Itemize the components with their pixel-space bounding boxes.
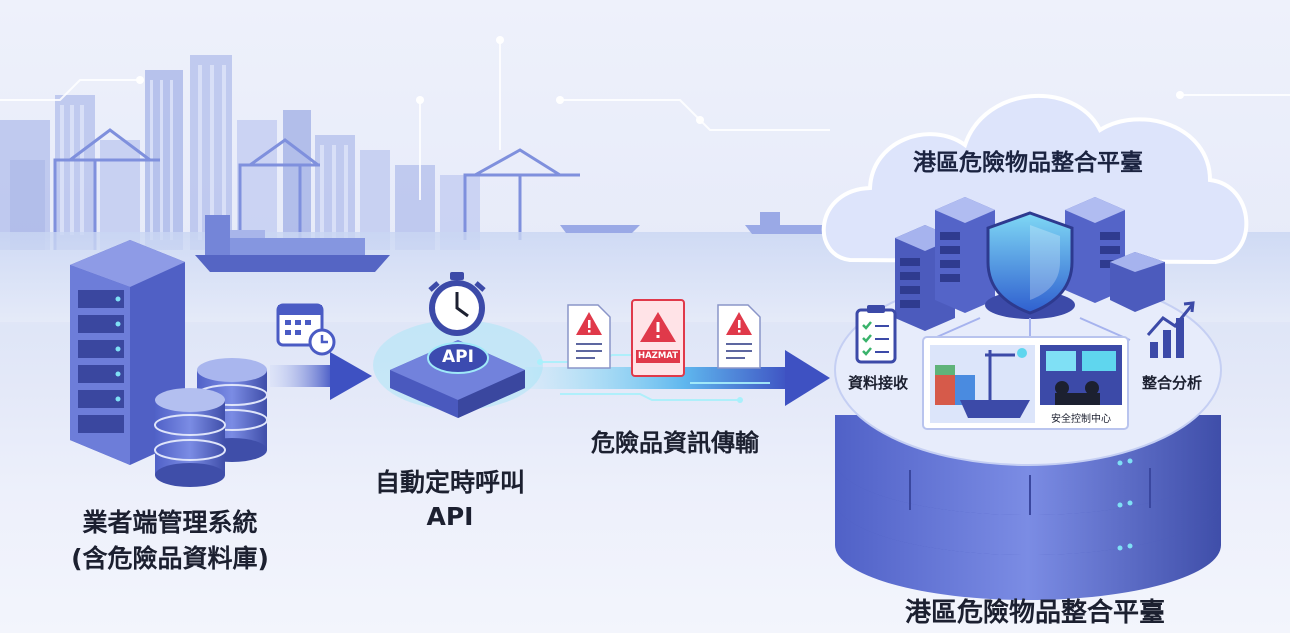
calendar-clock-icon xyxy=(276,303,336,356)
port-monitor-panel xyxy=(922,336,1129,430)
api-call-title: 自動定時呼叫 xyxy=(374,468,525,497)
arrow-to-platform xyxy=(525,350,830,406)
source-system-subtitle: (含危險品資料庫) xyxy=(71,544,269,573)
clipboard-icon xyxy=(855,305,897,364)
arrow-to-api xyxy=(270,352,372,400)
source-system-label: 業者端管理系統 (含危險品資料庫) xyxy=(20,505,320,577)
server-rack-icon xyxy=(935,197,995,313)
hazard-document-icon xyxy=(717,304,761,369)
shield-icon xyxy=(985,211,1075,319)
bar-chart-icon xyxy=(1146,301,1195,358)
platform-title: 港區危險物品整合平臺 xyxy=(904,598,1165,628)
api-call-label: 自動定時呼叫 API xyxy=(350,466,550,534)
cloud xyxy=(821,93,1249,265)
api-chip-label: API xyxy=(442,347,474,367)
hazard-document-icon xyxy=(567,304,611,369)
receive-label: 資料接收 xyxy=(847,374,908,392)
stopwatch-icon xyxy=(428,272,486,336)
control-center-image xyxy=(1040,345,1122,405)
control-center-label: 安全控制中心 xyxy=(1051,414,1111,425)
api-hub xyxy=(373,320,543,418)
data-transfer-label: 危險品資訊傳輸 xyxy=(591,429,759,457)
source-system-title: 業者端管理系統 xyxy=(82,508,258,537)
hazmat-badge: HAZMAT xyxy=(637,351,679,361)
server-tower xyxy=(70,240,185,465)
api-call-subtitle: API xyxy=(426,502,474,531)
port-cranes xyxy=(53,128,580,250)
cloud-title: 港區危險物品整合平臺 xyxy=(913,150,1143,176)
port-scene-image xyxy=(930,345,1035,423)
server-rack-icon xyxy=(1110,252,1165,312)
analysis-label: 整合分析 xyxy=(1141,374,1202,392)
circuit-lines xyxy=(0,40,1290,200)
database-stack-front xyxy=(154,388,226,487)
distant-ship xyxy=(560,212,830,234)
circuit-dots xyxy=(136,36,1184,124)
container-ship xyxy=(195,215,390,272)
hazmat-document-icon xyxy=(631,299,685,377)
